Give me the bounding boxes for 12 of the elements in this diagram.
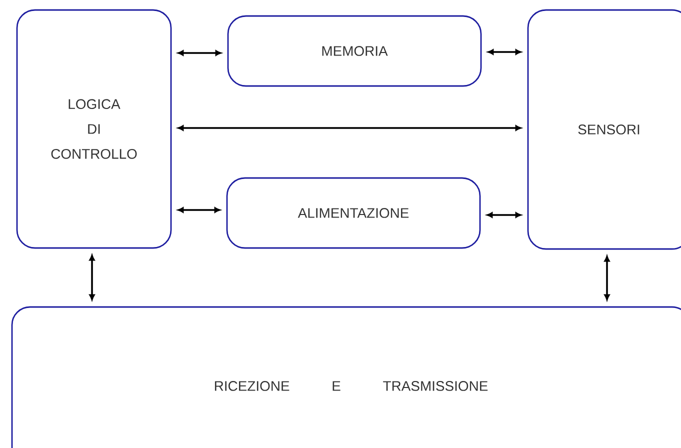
arrow [178, 50, 222, 56]
arrow [178, 125, 522, 131]
transceiver-box: RICEZIONE E TRASMISSIONE [11, 306, 681, 448]
memory-box: MEMORIA [227, 15, 482, 87]
arrow [604, 256, 610, 300]
sensor-box: SENSORI [527, 9, 681, 250]
arrow [488, 49, 522, 55]
arrow [178, 207, 220, 213]
control-logic-box: LOGICA DI CONTROLLO [16, 9, 172, 249]
power-box: ALIMENTAZIONE [226, 177, 481, 249]
arrow [486, 212, 522, 218]
arrow [89, 254, 95, 300]
